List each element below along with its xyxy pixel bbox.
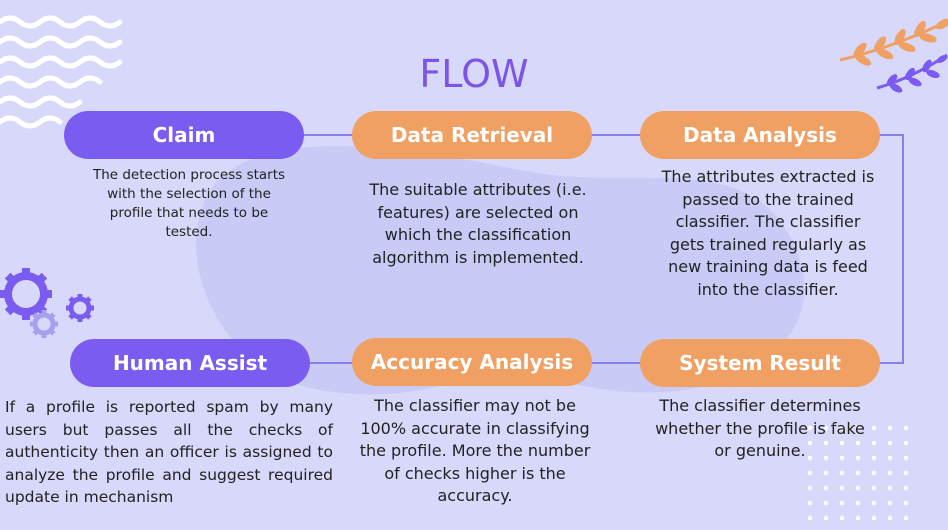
dot (823, 455, 829, 461)
dot (839, 515, 845, 521)
dot (839, 440, 845, 446)
dot (871, 440, 877, 446)
dot (903, 515, 909, 521)
dot (807, 485, 813, 491)
description-claim: The detection process starts with the se… (92, 167, 286, 240)
connector-vertical-right (902, 134, 904, 364)
step-claim: Claim (64, 111, 304, 159)
dot (887, 470, 893, 476)
dot (903, 455, 909, 461)
description-data-analysis: The attributes extracted is passed to th… (661, 167, 875, 299)
dot (823, 440, 829, 446)
connector-right-result (878, 362, 904, 364)
dot (887, 515, 893, 521)
wave-pattern (0, 15, 123, 129)
dot (855, 515, 861, 521)
dot (839, 455, 845, 461)
dot (871, 485, 877, 491)
dot (839, 470, 845, 476)
dot (903, 440, 909, 446)
dot (887, 440, 893, 446)
dot (807, 500, 813, 506)
dot (887, 425, 893, 431)
dot (839, 500, 845, 506)
dot (807, 515, 813, 521)
connector-result-accuracy (590, 362, 642, 364)
dot (887, 500, 893, 506)
dot (807, 440, 813, 446)
step-accuracy-analysis: Accuracy Analysis (352, 338, 592, 386)
dot-grid (807, 425, 909, 521)
dot (903, 425, 909, 431)
connector-claim-retrieval (302, 134, 354, 136)
dot (807, 455, 813, 461)
dot (855, 500, 861, 506)
dot (871, 425, 877, 431)
step-data-retrieval: Data Retrieval (352, 111, 592, 159)
dot (839, 425, 845, 431)
dot (871, 515, 877, 521)
dot (871, 470, 877, 476)
dot (807, 470, 813, 476)
dot (903, 470, 909, 476)
dot (903, 500, 909, 506)
dot (855, 455, 861, 461)
step-system-result: System Result (640, 339, 880, 387)
dot (855, 440, 861, 446)
description-human-assist: If a profile is reported spam by many us… (5, 398, 333, 506)
dot (823, 485, 829, 491)
dot (855, 485, 861, 491)
leaf-branch-purple (876, 53, 948, 93)
dot (855, 470, 861, 476)
dot (887, 485, 893, 491)
dot (839, 485, 845, 491)
dot (823, 470, 829, 476)
dot (855, 425, 861, 431)
dot (887, 455, 893, 461)
dot (903, 485, 909, 491)
dot (823, 515, 829, 521)
gear-icon (0, 268, 94, 338)
page-title: FLOW (419, 52, 529, 96)
step-human-assist: Human Assist (70, 339, 310, 387)
leaf-branch-orange (839, 18, 948, 66)
description-accuracy-analysis: The classifier may not be 100% accurate … (359, 396, 591, 505)
connector-retrieval-analysis (590, 134, 642, 136)
dot (807, 425, 813, 431)
dot (823, 500, 829, 506)
step-data-analysis: Data Analysis (640, 111, 880, 159)
dot (871, 455, 877, 461)
description-data-retrieval: The suitable attributes (i.e. features) … (369, 180, 587, 267)
dot (823, 425, 829, 431)
dot (871, 500, 877, 506)
description-system-result: The classifier determines whether the pr… (655, 396, 865, 460)
connector-accuracy-human (308, 362, 352, 364)
connector-analysis-right (878, 134, 904, 136)
